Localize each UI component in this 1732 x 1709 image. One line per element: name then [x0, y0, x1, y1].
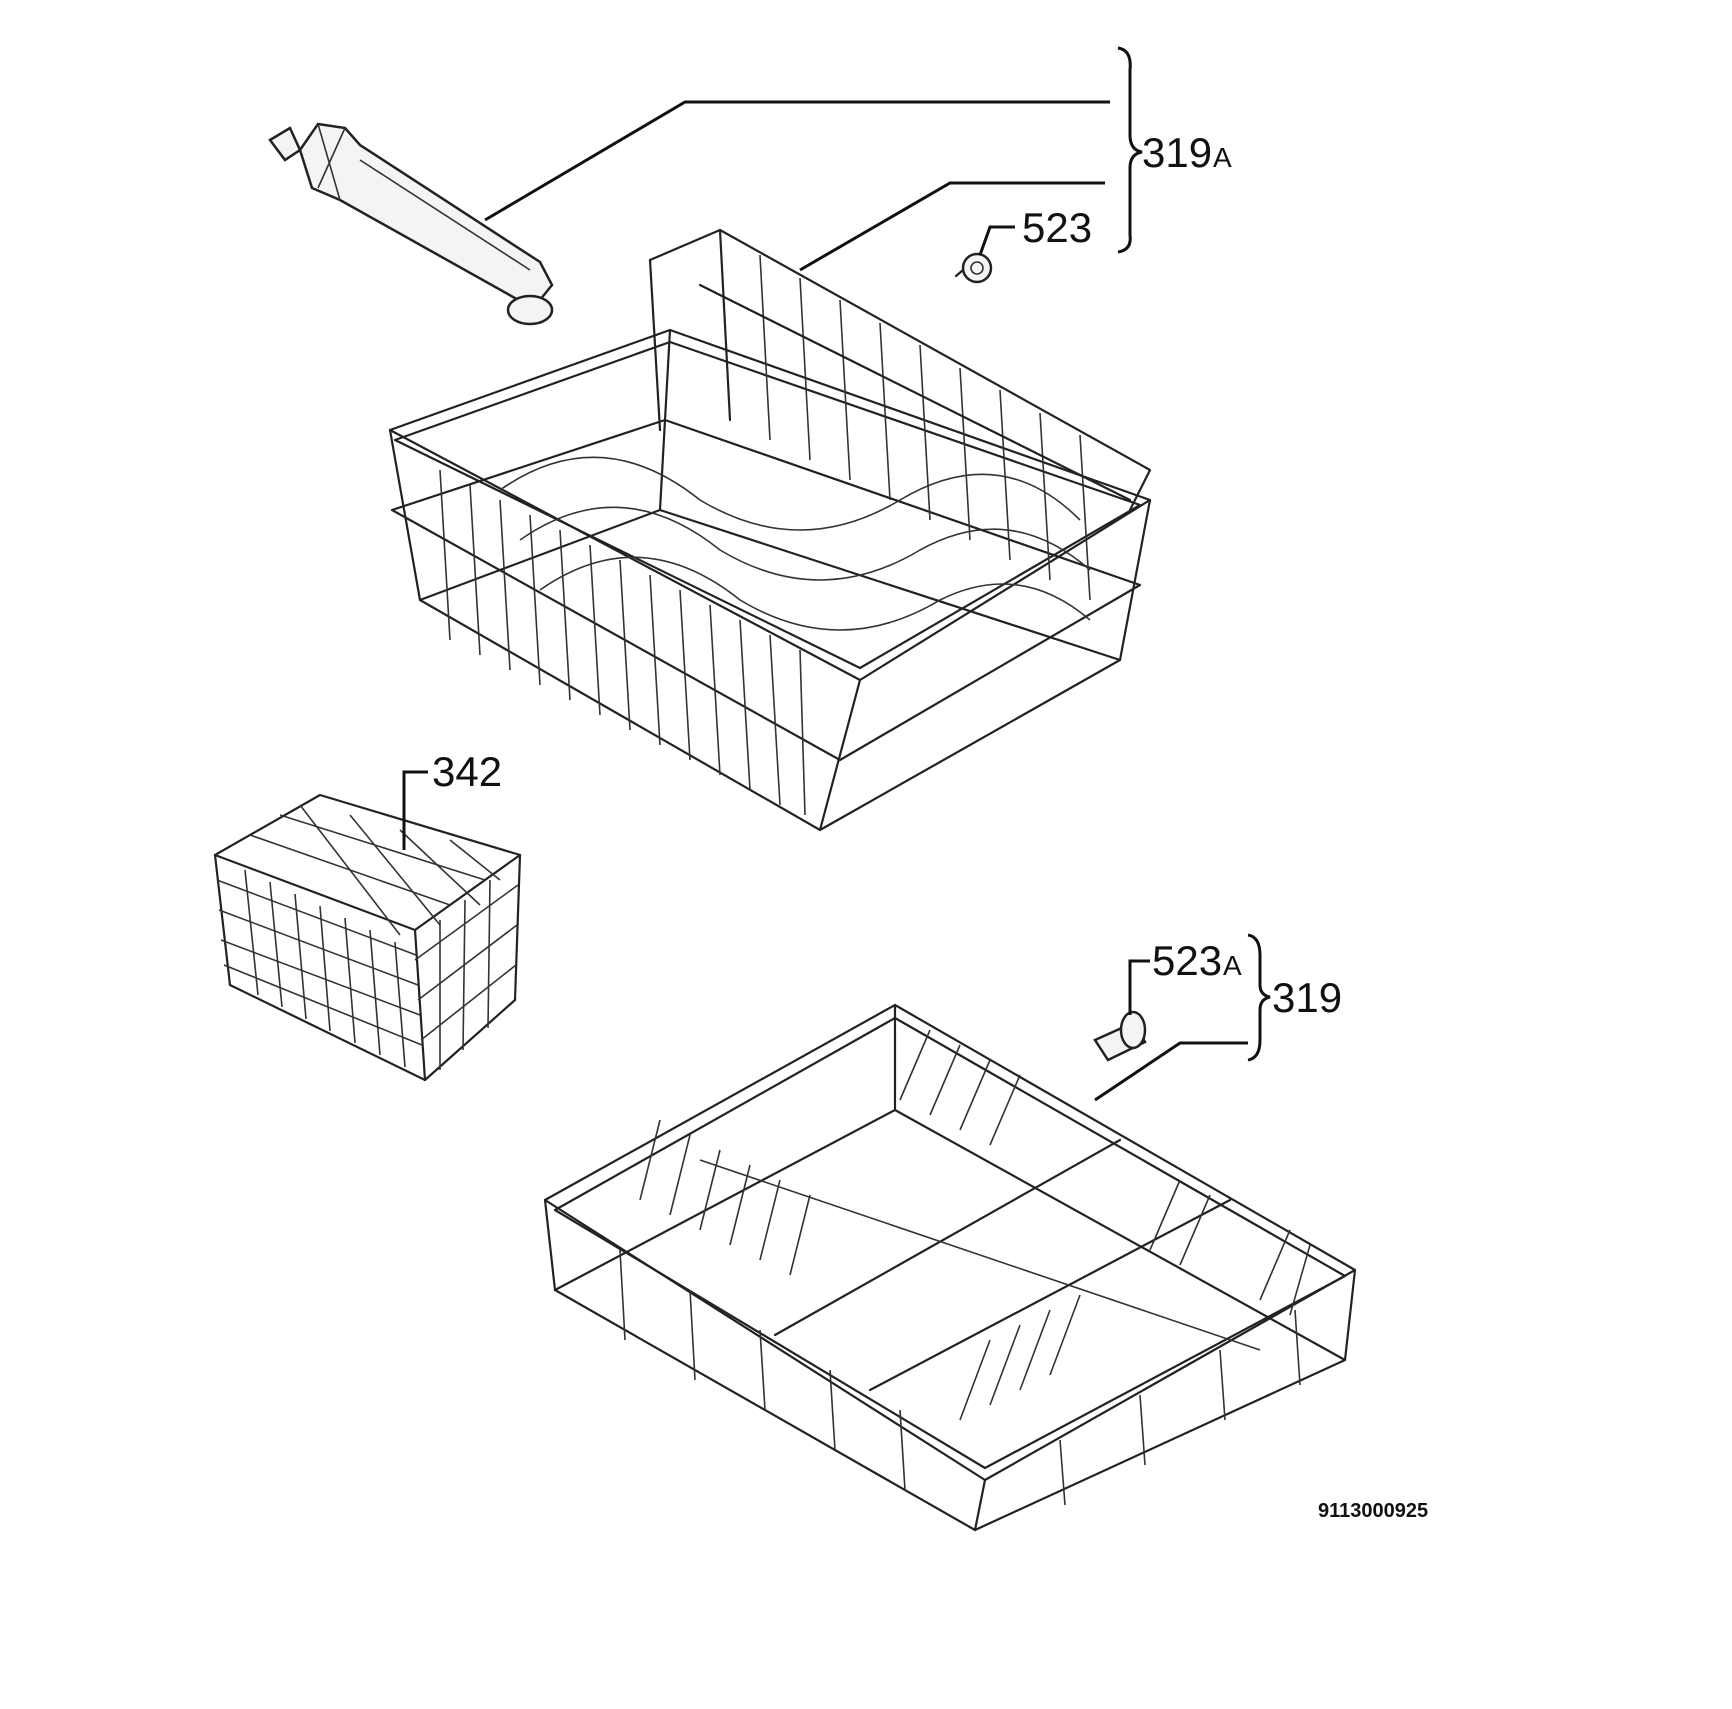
- leader-319a-basket: [799, 181, 1105, 272]
- callout-319a-suffix: A: [1213, 142, 1232, 173]
- callout-319a-number: 319: [1142, 129, 1212, 176]
- leader-319-basket: [1094, 1041, 1248, 1102]
- cutlery-basket-part: [213, 793, 522, 1082]
- spray-arm-part: [268, 122, 554, 326]
- callout-342-number: 342: [432, 748, 502, 795]
- callout-523a-suffix: A: [1223, 950, 1242, 981]
- drawing-id: 9113000925: [1318, 1500, 1428, 1522]
- callout-523-number: 523: [1022, 204, 1092, 251]
- callout-319-number: 319: [1272, 974, 1342, 1021]
- leader-523a: [1128, 959, 1150, 1015]
- lower-dish-basket-part: [543, 1003, 1357, 1532]
- leader-319a-spray-arm: [484, 100, 1110, 222]
- basket-roller-upper-part: [954, 252, 993, 284]
- bracket-319: [1247, 933, 1271, 1062]
- upper-dish-basket-part: [388, 228, 1152, 832]
- leader-342: [402, 770, 428, 850]
- basket-roller-lower-part: [1093, 1010, 1147, 1062]
- leader-lines: [402, 46, 1271, 1102]
- bracket-319a: [1117, 46, 1143, 254]
- callout-523a-number: 523: [1152, 937, 1222, 984]
- leader-523: [978, 225, 1015, 256]
